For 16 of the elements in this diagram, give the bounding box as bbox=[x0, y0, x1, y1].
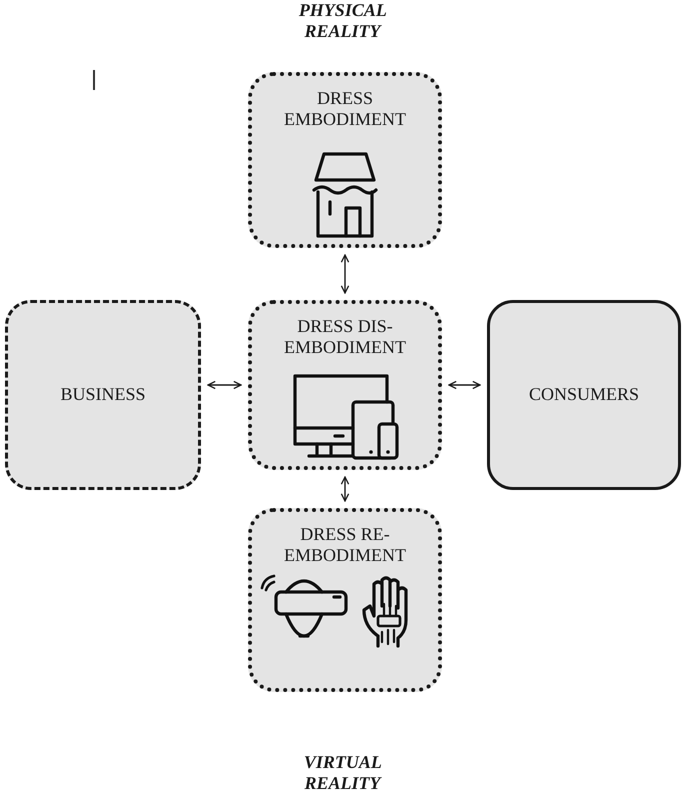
box-label: CONSUMERS bbox=[528, 384, 640, 406]
double-arrow bbox=[207, 380, 242, 390]
reality-heading: VIRTUAL REALITY bbox=[304, 752, 382, 794]
box-label: DRESS DIS- EMBODIMENT bbox=[283, 316, 407, 358]
reality-heading: PHYSICAL REALITY bbox=[298, 0, 386, 42]
box-label: BUSINESS bbox=[60, 384, 146, 406]
box-label: DRESS EMBODIMENT bbox=[284, 88, 406, 130]
rounded-box bbox=[248, 72, 442, 248]
rounded-box bbox=[5, 300, 201, 490]
rounded-box bbox=[487, 300, 681, 490]
double-arrow bbox=[340, 476, 350, 502]
rounded-box bbox=[248, 508, 442, 692]
double-arrow bbox=[340, 254, 350, 294]
double-arrow bbox=[448, 380, 481, 390]
rounded-box bbox=[248, 300, 442, 470]
box-label: DRESS RE- EMBODIMENT bbox=[284, 524, 406, 566]
